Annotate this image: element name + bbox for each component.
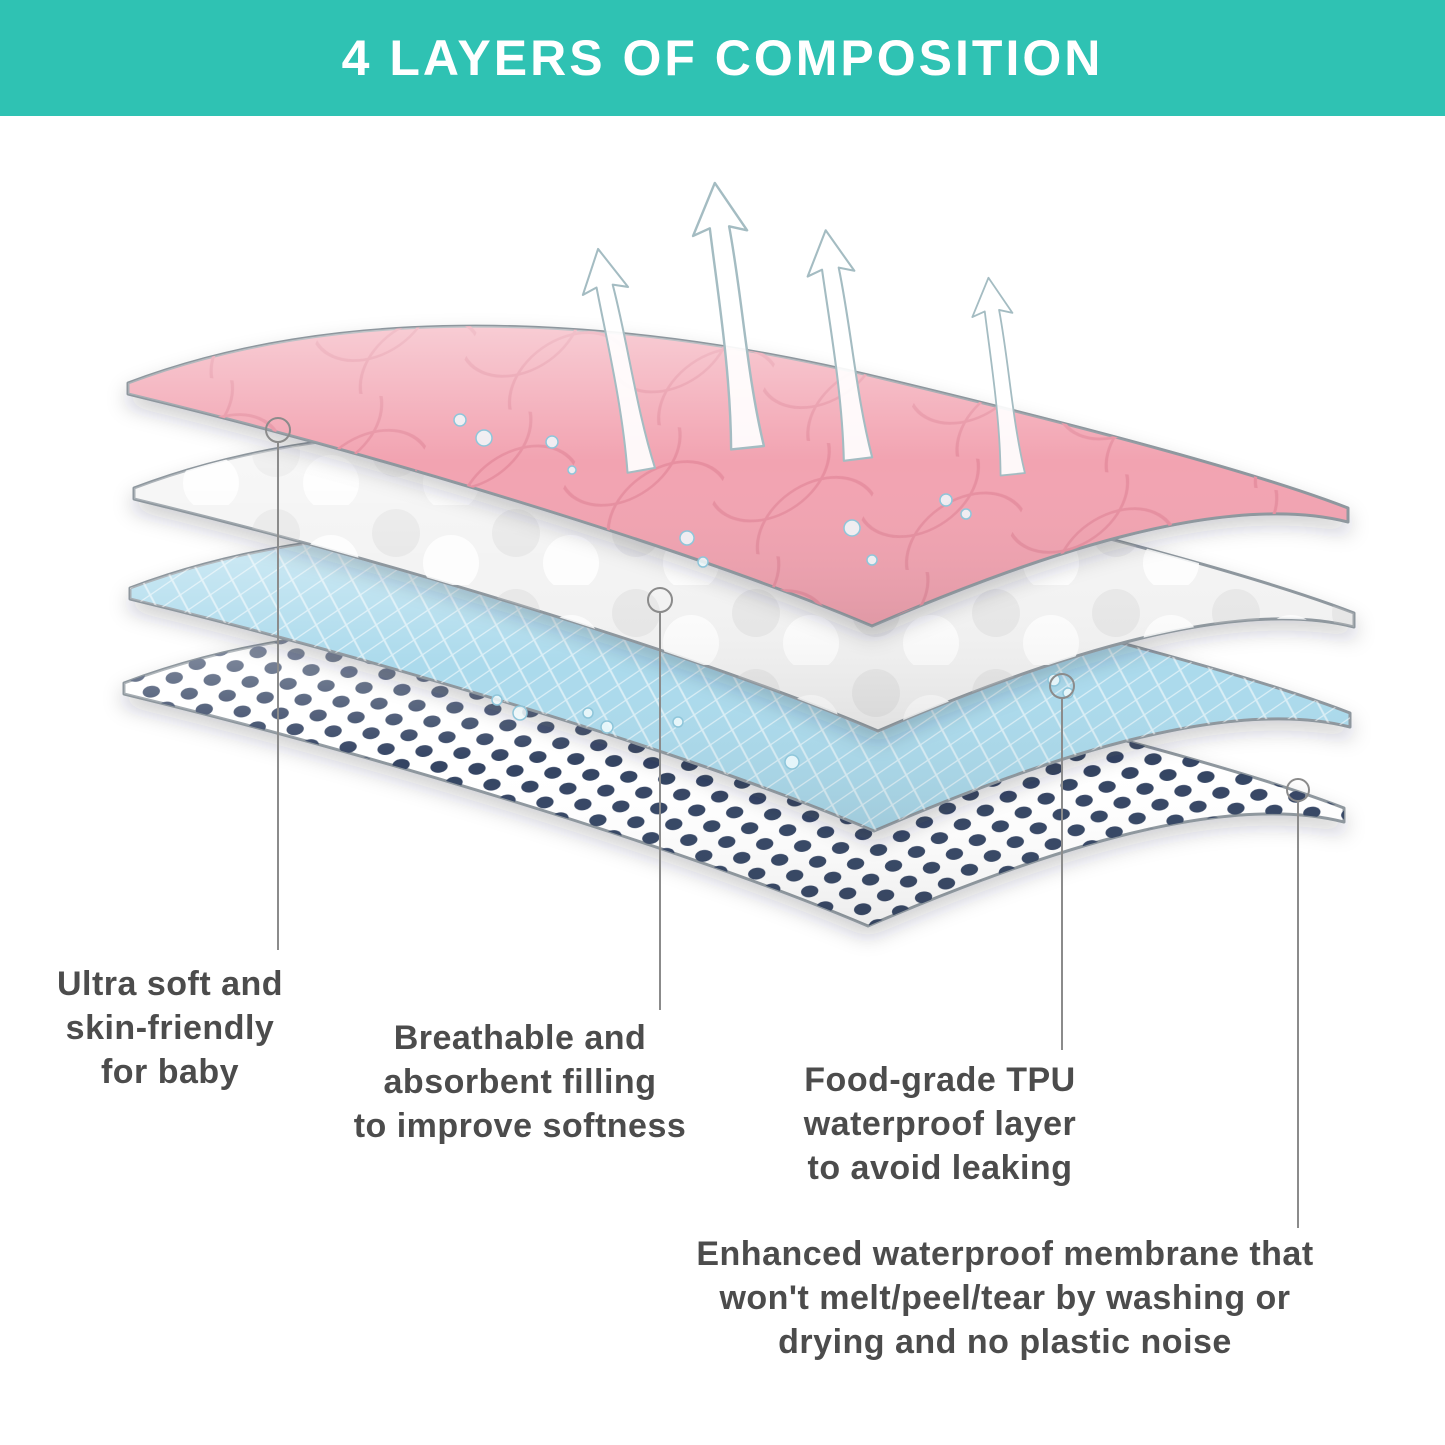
callout-line-text: Ultra soft and [56,965,284,1003]
callout-membrane-label: Enhanced waterproof membrane that won't … [595,1232,1415,1365]
callout-tpu-label: Food-grade TPU waterproof layer to avoid… [740,1058,1140,1191]
callout-line-2 [647,587,673,1010]
page-title: 4 LAYERS OF COMPOSITION [341,30,1104,86]
callout-line-text: won't melt/peel/tear by washing or [719,1279,1291,1318]
callout-top-layer-label: Ultra soft and skin-friendly for baby [20,962,320,1095]
callout-line-text: Food-grade TPU [804,1061,1076,1099]
callout-line-text: to avoid leaking [807,1149,1073,1188]
callout-line-text: drying and no plastic noise [778,1323,1232,1362]
callout-line-4 [1286,778,1310,1228]
callout-line-text: to improve softness [353,1107,687,1146]
callout-line-3 [1049,673,1075,1050]
water-droplets-icon [453,413,1074,770]
callout-line-text: waterproof layer [803,1105,1077,1144]
callout-lines [265,417,1310,1228]
callout-line-text: absorbent filling [383,1063,657,1102]
callout-line-text: for baby [100,1053,240,1092]
callout-line-text: skin-friendly [65,1009,275,1048]
callout-line-text: Enhanced waterproof membrane that [696,1235,1314,1273]
header-banner: 4 LAYERS OF COMPOSITION [0,0,1445,116]
callout-filling-label: Breathable and absorbent filling to impr… [320,1016,720,1149]
callout-line-text: Breathable and [393,1019,647,1057]
callout-line-1 [265,417,291,950]
